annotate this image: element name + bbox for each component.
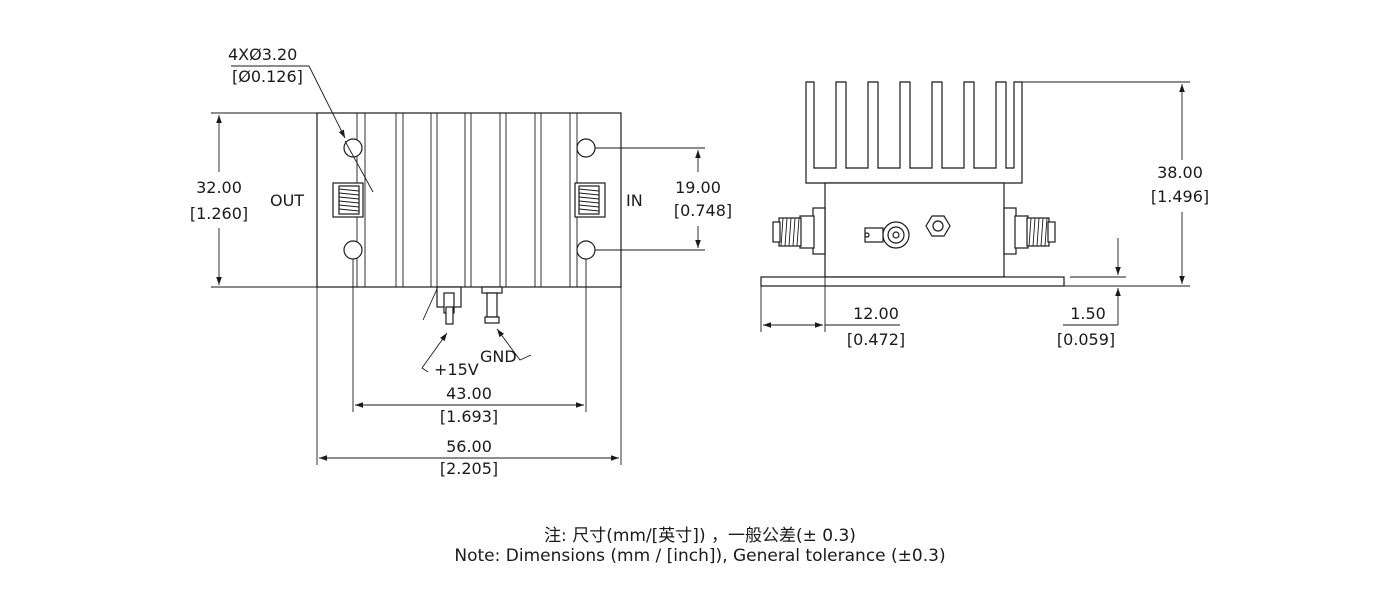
side-base-plate: [760, 276, 1065, 287]
flange-in-text: [0.472]: [847, 330, 905, 349]
gnd-terminal: [481, 286, 503, 324]
side-heatsink: [805, 81, 1023, 184]
hole-spacing-h-mm-text: 43.00: [446, 384, 492, 403]
side-out-connector: [772, 207, 826, 255]
mounting-hole-top-right: [576, 138, 596, 158]
height-in-text: [1.260]: [190, 204, 248, 223]
base-thickness-mm-text: 1.50: [1070, 304, 1106, 323]
width-dimension: 56.00 [2.205]: [316, 287, 622, 478]
in-label: IN: [626, 191, 643, 210]
height-dimension: 32.00 [1.260]: [190, 112, 317, 288]
power-callout: +15V: [421, 332, 479, 379]
side-in-connector: [1003, 207, 1056, 255]
side-height-mm-text: 38.00: [1157, 163, 1203, 182]
power-label: +15V: [434, 360, 479, 379]
gnd-label: GND: [480, 347, 517, 366]
hole-spacing-vertical-dimension: 19.00 [0.748]: [595, 147, 732, 251]
hole-spacing-v-in-text: [0.748]: [674, 201, 732, 220]
mounting-hole-bottom-left: [343, 240, 363, 260]
base-thickness-dimension: 1.50 [0.059]: [1057, 238, 1126, 349]
width-mm-text: 56.00: [446, 437, 492, 456]
side-feedthrough-terminal: [864, 221, 910, 249]
power-terminal: [422, 286, 462, 325]
out-label: OUT: [270, 191, 304, 210]
in-connector: [574, 182, 606, 218]
hole-spec-inch-text: [Ø0.126]: [232, 67, 303, 86]
hole-callout: 4XØ3.20 [Ø0.126]: [228, 45, 374, 193]
mounting-hole-top-left: [343, 138, 363, 158]
front-view: 4XØ3.20 [Ø0.126] 32.00 [1.260] OUT IN 19…: [190, 45, 732, 478]
gnd-callout: GND: [480, 328, 532, 366]
width-in-text: [2.205]: [440, 459, 498, 478]
flange-dimension: 12.00 [0.472]: [760, 277, 905, 349]
side-view: 38.00 [1.496] 12.00 [0.472] 1.50 [0.059]: [760, 81, 1209, 349]
hole-spacing-h-in-text: [1.693]: [440, 407, 498, 426]
mounting-hole-bottom-right: [576, 240, 596, 260]
side-ground-nut: [925, 215, 951, 237]
height-mm-text: 32.00: [196, 178, 242, 197]
hole-spacing-v-mm-text: 19.00: [675, 178, 721, 197]
note-english: Note: Dimensions (mm / [inch]), General …: [454, 546, 946, 566]
hole-spacing-horizontal-dimension: 43.00 [1.693]: [352, 259, 587, 426]
base-thickness-in-text: [0.059]: [1057, 330, 1115, 349]
flange-mm-text: 12.00: [853, 304, 899, 323]
note-chinese: 注: 尺寸(mm/[英寸]) ，一般公差(± 0.3): [544, 526, 856, 546]
side-body: [824, 182, 1005, 278]
side-height-dimension: 38.00 [1.496]: [1022, 81, 1209, 287]
out-connector: [332, 182, 364, 218]
side-height-in-text: [1.496]: [1151, 187, 1209, 206]
hole-spec-text: 4XØ3.20: [228, 45, 297, 64]
